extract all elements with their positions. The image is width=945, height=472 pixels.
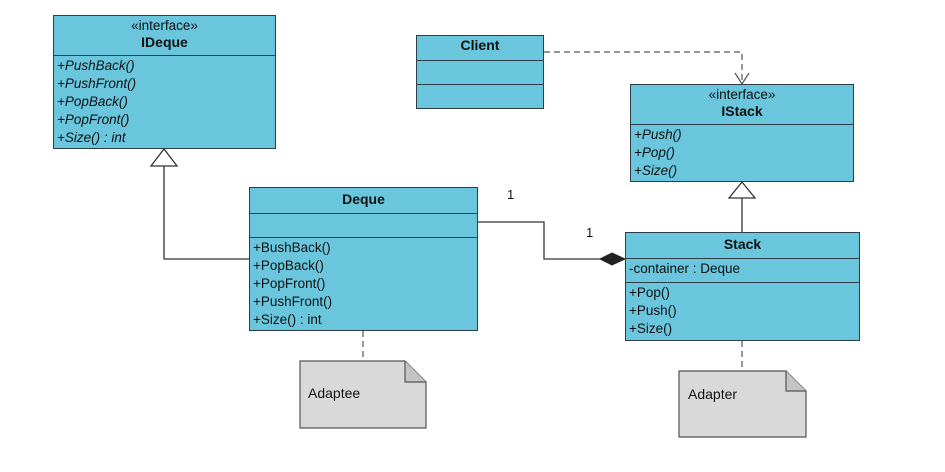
stack-operations: +Pop() +Push() +Size() [626,283,859,338]
class-istack[interactable]: «interface» IStack +Push() +Pop() +Size(… [630,84,854,182]
deque-op: +PushFront() [253,294,333,309]
realization-deque-ideque [163,166,250,260]
stack-attributes: -container : Deque [626,259,859,283]
deque-op: +PopBack() [253,258,324,273]
stack-attr: -container : Deque [629,261,741,276]
deque-op: +PopFront() [253,276,326,291]
istack-operations: +Push() +Pop() +Size() [631,125,853,180]
multiplicity-stack-end: 1 [586,225,594,240]
note-adaptee-label: Adaptee [308,385,361,401]
istack-name: IStack [721,103,763,119]
stack-name: Stack [723,236,762,252]
istack-op: +Pop() [634,145,675,160]
ideque-stereotype: «interface» [131,18,198,33]
istack-stereotype: «interface» [708,87,776,102]
stack-op: +Size() [629,321,673,336]
note-adaptee [299,360,427,429]
istack-op: +Push() [634,127,682,142]
client-operations [417,85,543,107]
deque-operations: +BushBack() +PopBack() +PopFront() +Push… [250,238,477,329]
ideque-op: +PushFront() [57,76,137,91]
client-name: Client [460,37,500,53]
realization-arrowhead-ideque [149,147,179,167]
multiplicity-deque-end: 1 [507,187,515,202]
composition-stack-deque [478,221,600,260]
deque-header: Deque [250,188,477,214]
class-ideque[interactable]: «interface» IDeque +PushBack() +PushFron… [53,15,276,149]
deque-name: Deque [342,191,385,207]
class-deque[interactable]: Deque +BushBack() +PopBack() +PopFront()… [249,187,478,331]
istack-op: +Size() [634,163,678,178]
ideque-op: +Size() : int [57,130,126,145]
composition-diamond [598,252,627,266]
ideque-op: +PushBack() [57,58,135,73]
realization-arrowhead-istack [727,180,757,199]
ideque-header: «interface» IDeque [54,16,275,56]
stack-header: Stack [626,233,859,259]
deque-attributes [250,214,477,238]
deque-op: +Size() : int [253,312,322,327]
ideque-name: IDeque [141,34,188,50]
ideque-op: +PopFront() [57,112,130,127]
class-client[interactable]: Client [416,35,544,109]
client-header: Client [417,36,543,61]
ideque-operations: +PushBack() +PushFront() +PopBack() +Pop… [54,56,275,147]
ideque-op: +PopBack() [57,94,128,109]
note-adapter-label: Adapter [688,386,738,402]
stack-op: +Pop() [629,285,670,300]
client-attributes [417,61,543,85]
stack-op: +Push() [629,303,677,318]
dependency-client-istack [544,51,743,84]
class-stack[interactable]: Stack -container : Deque +Pop() +Push() … [625,232,860,341]
istack-header: «interface» IStack [631,85,853,125]
deque-op: +BushBack() [253,240,331,255]
note-adapter [678,370,807,438]
